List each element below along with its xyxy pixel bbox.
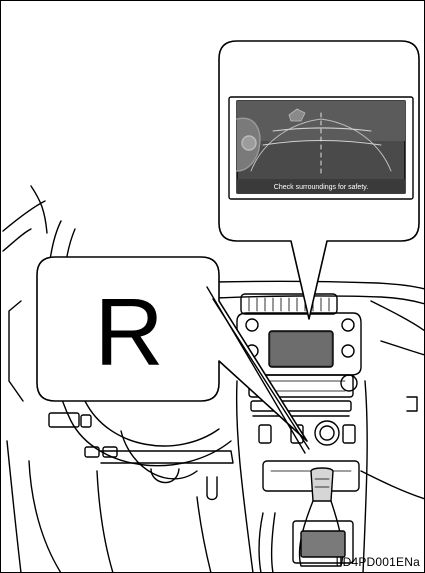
- camera-callout: Check surroundings for safety.: [219, 41, 419, 319]
- gear-letter-r: R: [94, 279, 163, 386]
- figure-code: IID4PD001ENa: [336, 555, 420, 569]
- camera-screen-caption: Check surroundings for safety.: [274, 184, 368, 191]
